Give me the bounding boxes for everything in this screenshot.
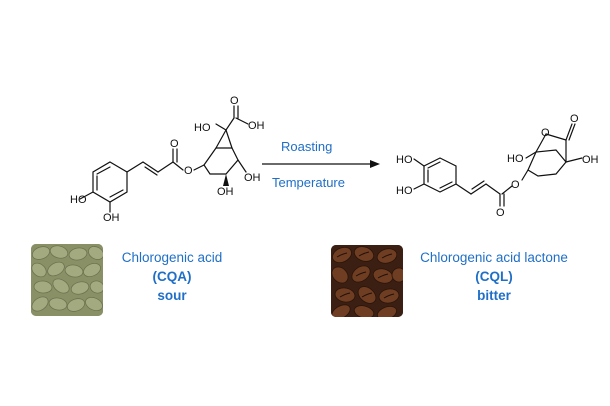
atom-label: HO — [396, 154, 413, 166]
cqa-name: Chlorogenic acid — [121, 250, 223, 265]
reaction-arrow — [262, 160, 380, 168]
atom-label: O — [570, 113, 579, 125]
cql-name: Chlorogenic acid lactone — [420, 250, 568, 265]
atom-label: HO — [396, 185, 413, 197]
atom-label: O — [511, 179, 520, 191]
atom-label: O — [184, 165, 193, 177]
cqa-abbreviation: (CQA) — [152, 269, 192, 284]
atom-label: OH — [103, 212, 120, 224]
atom-label: OH — [217, 186, 234, 198]
atom-label: OH — [244, 172, 261, 184]
cql-structure: HO HO O O HO O O OH — [396, 113, 599, 219]
cqa-structure: HO OH O O HO O OH OH OH — [70, 95, 265, 224]
atom-label: HO — [507, 153, 524, 165]
atom-label: OH — [248, 120, 265, 132]
atom-label: OH — [582, 154, 599, 166]
roasted-coffee-beans-image — [331, 245, 403, 317]
cql-abbreviation: (CQL) — [475, 269, 513, 284]
arrow-bottom-label: Temperature — [272, 175, 345, 190]
green-coffee-beans-image — [31, 244, 103, 316]
arrow-top-label: Roasting — [281, 139, 333, 154]
atom-label: O — [496, 207, 505, 219]
cql-caption: Chlorogenic acid lactone (CQL) bitter — [405, 248, 583, 305]
atom-label: O — [541, 127, 550, 139]
atom-label: O — [230, 95, 239, 107]
cqa-caption: Chlorogenic acid (CQA) sour — [102, 248, 242, 305]
cql-taste: bitter — [477, 288, 511, 303]
atom-label: HO — [70, 194, 87, 206]
atom-label: HO — [194, 122, 211, 134]
cqa-taste: sour — [157, 288, 187, 303]
atom-label: O — [170, 138, 179, 150]
